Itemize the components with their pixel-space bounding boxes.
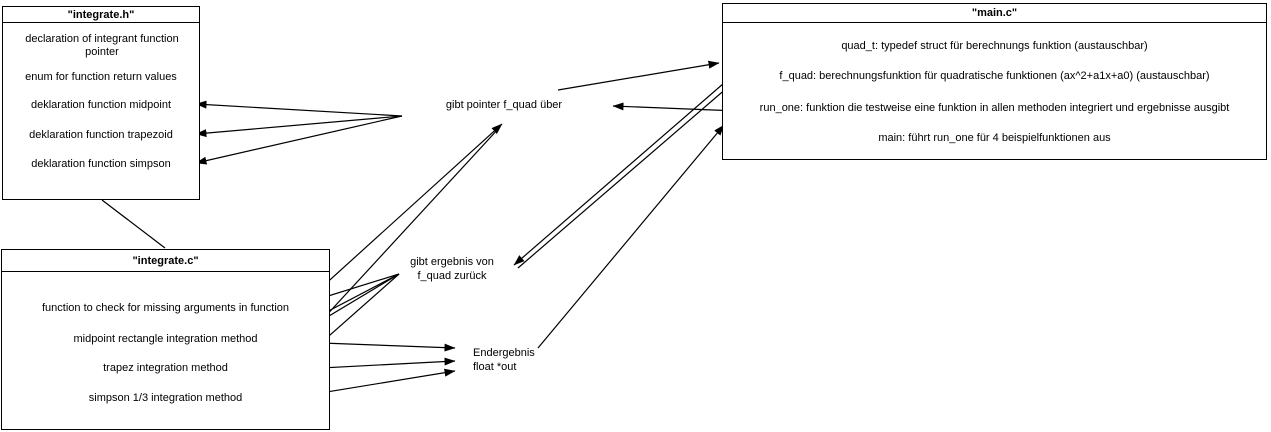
label-gibt-ergebnis-line2: f_quad zurück <box>417 270 487 282</box>
node-integrate-h-title: "integrate.h" <box>3 7 199 23</box>
node-integrate-c-title: "integrate.c" <box>2 250 329 272</box>
integrate-c-row-check-function: function to check for missing arguments … <box>41 302 289 314</box>
label-endergebnis-line2: float *out <box>473 361 517 373</box>
integrate-h-row-enum: enum for function return values <box>25 71 177 83</box>
main-c-row-quad-t: quad_t: typedef struct für berechnungs f… <box>841 40 1148 52</box>
integrate-c-row-simpson-method: simpson 1/3 integration method <box>88 392 243 404</box>
label-gibt-ergebnis-line1: gibt ergebnis von <box>410 256 494 268</box>
integrate-h-row-deklaration-trapezoid: deklaration function trapezoid <box>29 129 173 141</box>
label-gibt-pointer[interactable]: gibt pointer f_quad über <box>445 99 563 111</box>
edge-integrate-h-to-integrate-c <box>101 199 166 249</box>
node-main-c[interactable]: "main.c" quad_t: typedef struct für bere… <box>722 3 1267 160</box>
edge-pointer-label-to-main-c <box>557 60 720 91</box>
label-endergebnis-line1: Endergebnis <box>473 347 535 359</box>
edge-pointer-label-to-decl-midpoint <box>195 100 403 117</box>
edge-pointer-label-to-decl-simpson <box>195 115 403 165</box>
integrate-h-row-deklaration-simpson: deklaration function simpson <box>31 158 171 170</box>
edge-run-one-to-pointer-label <box>612 102 739 112</box>
label-gibt-ergebnis[interactable]: gibt ergebnis von f_quad zurück <box>392 255 512 283</box>
node-main-c-title: "main.c" <box>723 4 1266 23</box>
edge-pointer-label-to-decl-trapezoid <box>195 115 403 138</box>
edge-endergebnis-to-run-one <box>537 124 725 349</box>
node-integrate-c[interactable]: "integrate.c" function to check for miss… <box>1 249 330 430</box>
integrate-c-row-midpoint-method: midpoint rectangle integration method <box>73 333 258 345</box>
label-endergebnis[interactable]: Endergebnis float *out <box>473 346 593 374</box>
integrate-c-row-trapez-method: trapez integration method <box>103 362 228 374</box>
main-c-row-f-quad: f_quad: berechnungsfunktion für quadrati… <box>779 70 1210 82</box>
main-c-row-main: main: führt run_one für 4 beispielfunkti… <box>878 132 1111 144</box>
integrate-h-row-declaration-pointer: declaration of integrant function pointe… <box>25 33 179 58</box>
node-integrate-h[interactable]: "integrate.h" declaration of integrant f… <box>2 6 200 200</box>
integrate-h-row-deklaration-midpoint: deklaration function midpoint <box>30 99 172 111</box>
main-c-row-run-one: run_one: funktion die testweise eine fun… <box>759 102 1230 114</box>
